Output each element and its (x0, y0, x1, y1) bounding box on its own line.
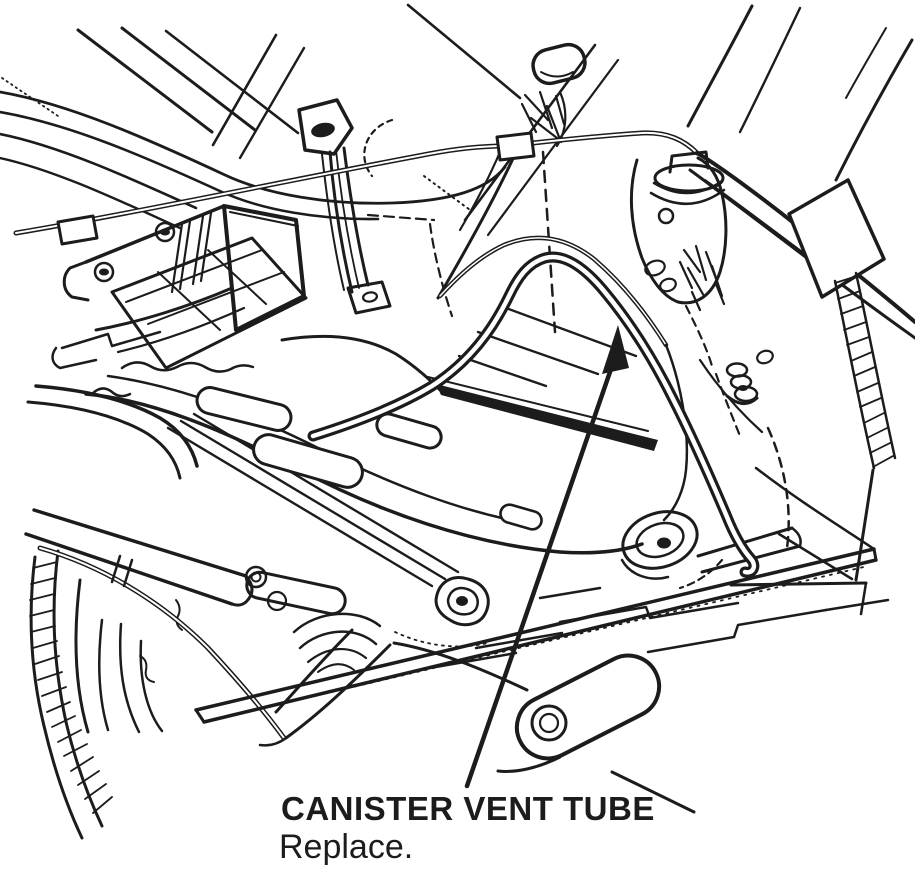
quarter-panel (787, 178, 886, 299)
body-panel-lines (0, 3, 914, 300)
subframe-beam (194, 547, 878, 724)
tank-seam-lines (166, 412, 460, 588)
callout-arrow-icon (602, 325, 629, 374)
callout-label: CANISTER VENT TUBE (281, 790, 655, 827)
callout-instruction: Replace. (279, 828, 413, 866)
tire-tread-hatch (29, 561, 113, 814)
tailpipe (610, 770, 696, 814)
strut-mount (629, 150, 759, 590)
pipe-clamp (110, 554, 134, 588)
tank-strap-shadow (436, 384, 658, 451)
grommet-and-clip (520, 42, 587, 334)
trailing-arm-bushings (434, 510, 802, 627)
fuel-tank (26, 306, 658, 616)
fuel-line (13, 130, 700, 246)
tank-strap-bracket (297, 98, 471, 318)
quarter-panel-and-sill (729, 178, 897, 616)
hose-connector (56, 214, 99, 246)
canister-vent-tube (307, 251, 760, 578)
callout: CANISTER VENT TUBE Replace. (279, 325, 655, 866)
hidden-clip-scribble (678, 244, 726, 312)
muffler (514, 653, 662, 761)
lateral-arm-and-pipe (24, 508, 392, 747)
hose-clamp (495, 131, 536, 162)
canister-bracket-box (51, 204, 308, 373)
tire (29, 549, 183, 840)
spring-and-flange (244, 565, 382, 673)
callout-leader-line (464, 366, 614, 789)
muffler-exhaust (392, 641, 696, 814)
sill-hatch-marks (834, 275, 894, 468)
